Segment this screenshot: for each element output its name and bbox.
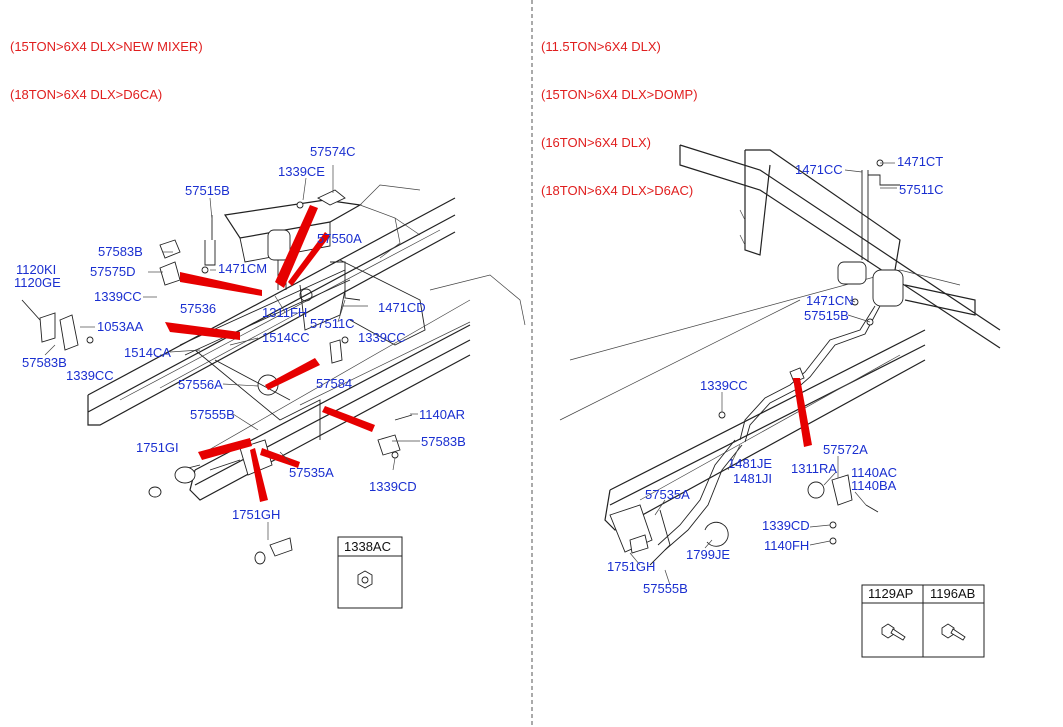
bolt-icon-1196AB [941, 623, 966, 641]
label-1140AC[interactable]: 1140AC [851, 465, 897, 480]
label-57583B-left[interactable]: 57583B [22, 355, 67, 370]
label-1140FH[interactable]: 1140FH [764, 538, 809, 553]
label-1140BA[interactable]: 1140BA [851, 478, 897, 493]
label-57583B-top[interactable]: 57583B [98, 244, 143, 259]
left-header-line-1: (15TON>6X4 DLX>NEW MIXER) [10, 39, 203, 54]
label-57556A[interactable]: 57556A [178, 377, 223, 392]
label-57555B-right[interactable]: 57555B [643, 581, 688, 596]
label-1120KI[interactable]: 1120KI [16, 262, 56, 277]
label-1471CD[interactable]: 1471CD [378, 300, 426, 315]
bolt-icon-1129AP [881, 623, 906, 641]
right-assembly-drawing [559, 144, 1001, 566]
part-box-1338AC[interactable]: 1338AC [337, 536, 403, 609]
label-1140AR[interactable]: 1140AR [419, 407, 465, 422]
right-header-line-2: (15TON>6X4 DLX>DOMP) [541, 87, 698, 102]
label-1339CE-left[interactable]: 1339CE [278, 164, 325, 179]
right-header-line-3: (16TON>6X4 DLX) [541, 135, 651, 150]
label-57515B-right[interactable]: 57515B [804, 308, 849, 323]
label-1751GH-left[interactable]: 1751GH [232, 507, 280, 522]
label-1339CD-left[interactable]: 1339CD [369, 479, 417, 494]
label-57515B-left[interactable]: 57515B [185, 183, 230, 198]
label-57584[interactable]: 57584 [316, 376, 352, 391]
bolt-table: 1129AP 1196AB [861, 584, 985, 658]
label-1311RA[interactable]: 1311RA [791, 461, 837, 476]
label-1339CC-right[interactable]: 1339CC [700, 378, 748, 393]
right-part-labels: 1471CC 1471CT 57511C 1471CN 57515B 1339C… [607, 154, 944, 596]
label-57574C[interactable]: 57574C [310, 144, 356, 159]
left-model-header: (15TON>6X4 DLX>NEW MIXER) (18TON>6X4 DLX… [10, 7, 203, 119]
label-1471CM[interactable]: 1471CM [218, 261, 267, 276]
label-1471CT[interactable]: 1471CT [897, 154, 943, 169]
box-label-1338AC: 1338AC [344, 539, 391, 554]
label-1053AA[interactable]: 1053AA [97, 319, 144, 334]
label-57550A[interactable]: 57550A [317, 231, 362, 246]
label-1481JI[interactable]: 1481JI [733, 471, 772, 486]
label-57511C-left[interactable]: 57511C [310, 316, 355, 331]
label-1120GE[interactable]: 1120GE [14, 275, 61, 290]
table-col-1196AB[interactable]: 1196AB [930, 586, 975, 601]
right-callout-markers [793, 378, 812, 447]
nut-hole-icon [361, 576, 369, 584]
label-1339CC-b[interactable]: 1339CC [358, 330, 406, 345]
left-leader-lines [44, 165, 420, 540]
label-1799JE[interactable]: 1799JE [686, 547, 730, 562]
label-1311FH[interactable]: 1311FH [262, 305, 307, 320]
label-1339CD-right[interactable]: 1339CD [762, 518, 810, 533]
label-57572A[interactable]: 57572A [823, 442, 868, 457]
label-57511C-right[interactable]: 57511C [899, 182, 944, 197]
label-57535A-left[interactable]: 57535A [289, 465, 334, 480]
label-57575D[interactable]: 57575D [90, 264, 136, 279]
table-col-1129AP[interactable]: 1129AP [868, 586, 913, 601]
left-assembly-drawing [21, 184, 526, 565]
label-57536[interactable]: 57536 [180, 301, 216, 316]
right-leader-lines [629, 162, 897, 586]
right-model-header: (11.5TON>6X4 DLX) (15TON>6X4 DLX>DOMP) (… [541, 7, 698, 215]
label-1751GH-right[interactable]: 1751GH [607, 559, 655, 574]
label-1514CA[interactable]: 1514CA [124, 345, 171, 360]
label-1751GI[interactable]: 1751GI [136, 440, 179, 455]
label-1514CC[interactable]: 1514CC [262, 330, 310, 345]
label-1481JE[interactable]: 1481JE [728, 456, 772, 471]
label-1471CC[interactable]: 1471CC [795, 162, 843, 177]
right-header-line-1: (11.5TON>6X4 DLX) [541, 39, 661, 54]
label-57583B-right[interactable]: 57583B [421, 434, 466, 449]
right-header-line-4: (18TON>6X4 DLX>D6AC) [541, 183, 694, 198]
label-57555B-left[interactable]: 57555B [190, 407, 235, 422]
label-1339CC-a[interactable]: 1339CC [94, 289, 142, 304]
label-1339CC-c[interactable]: 1339CC [66, 368, 114, 383]
label-57535A-right[interactable]: 57535A [645, 487, 690, 502]
left-part-labels: 57574C 1339CE 57515B 57550A 57583B 1120K… [14, 144, 466, 522]
label-1471CN[interactable]: 1471CN [806, 293, 854, 308]
left-callout-markers [165, 205, 375, 502]
left-header-line-2: (18TON>6X4 DLX>D6CA) [10, 87, 163, 102]
